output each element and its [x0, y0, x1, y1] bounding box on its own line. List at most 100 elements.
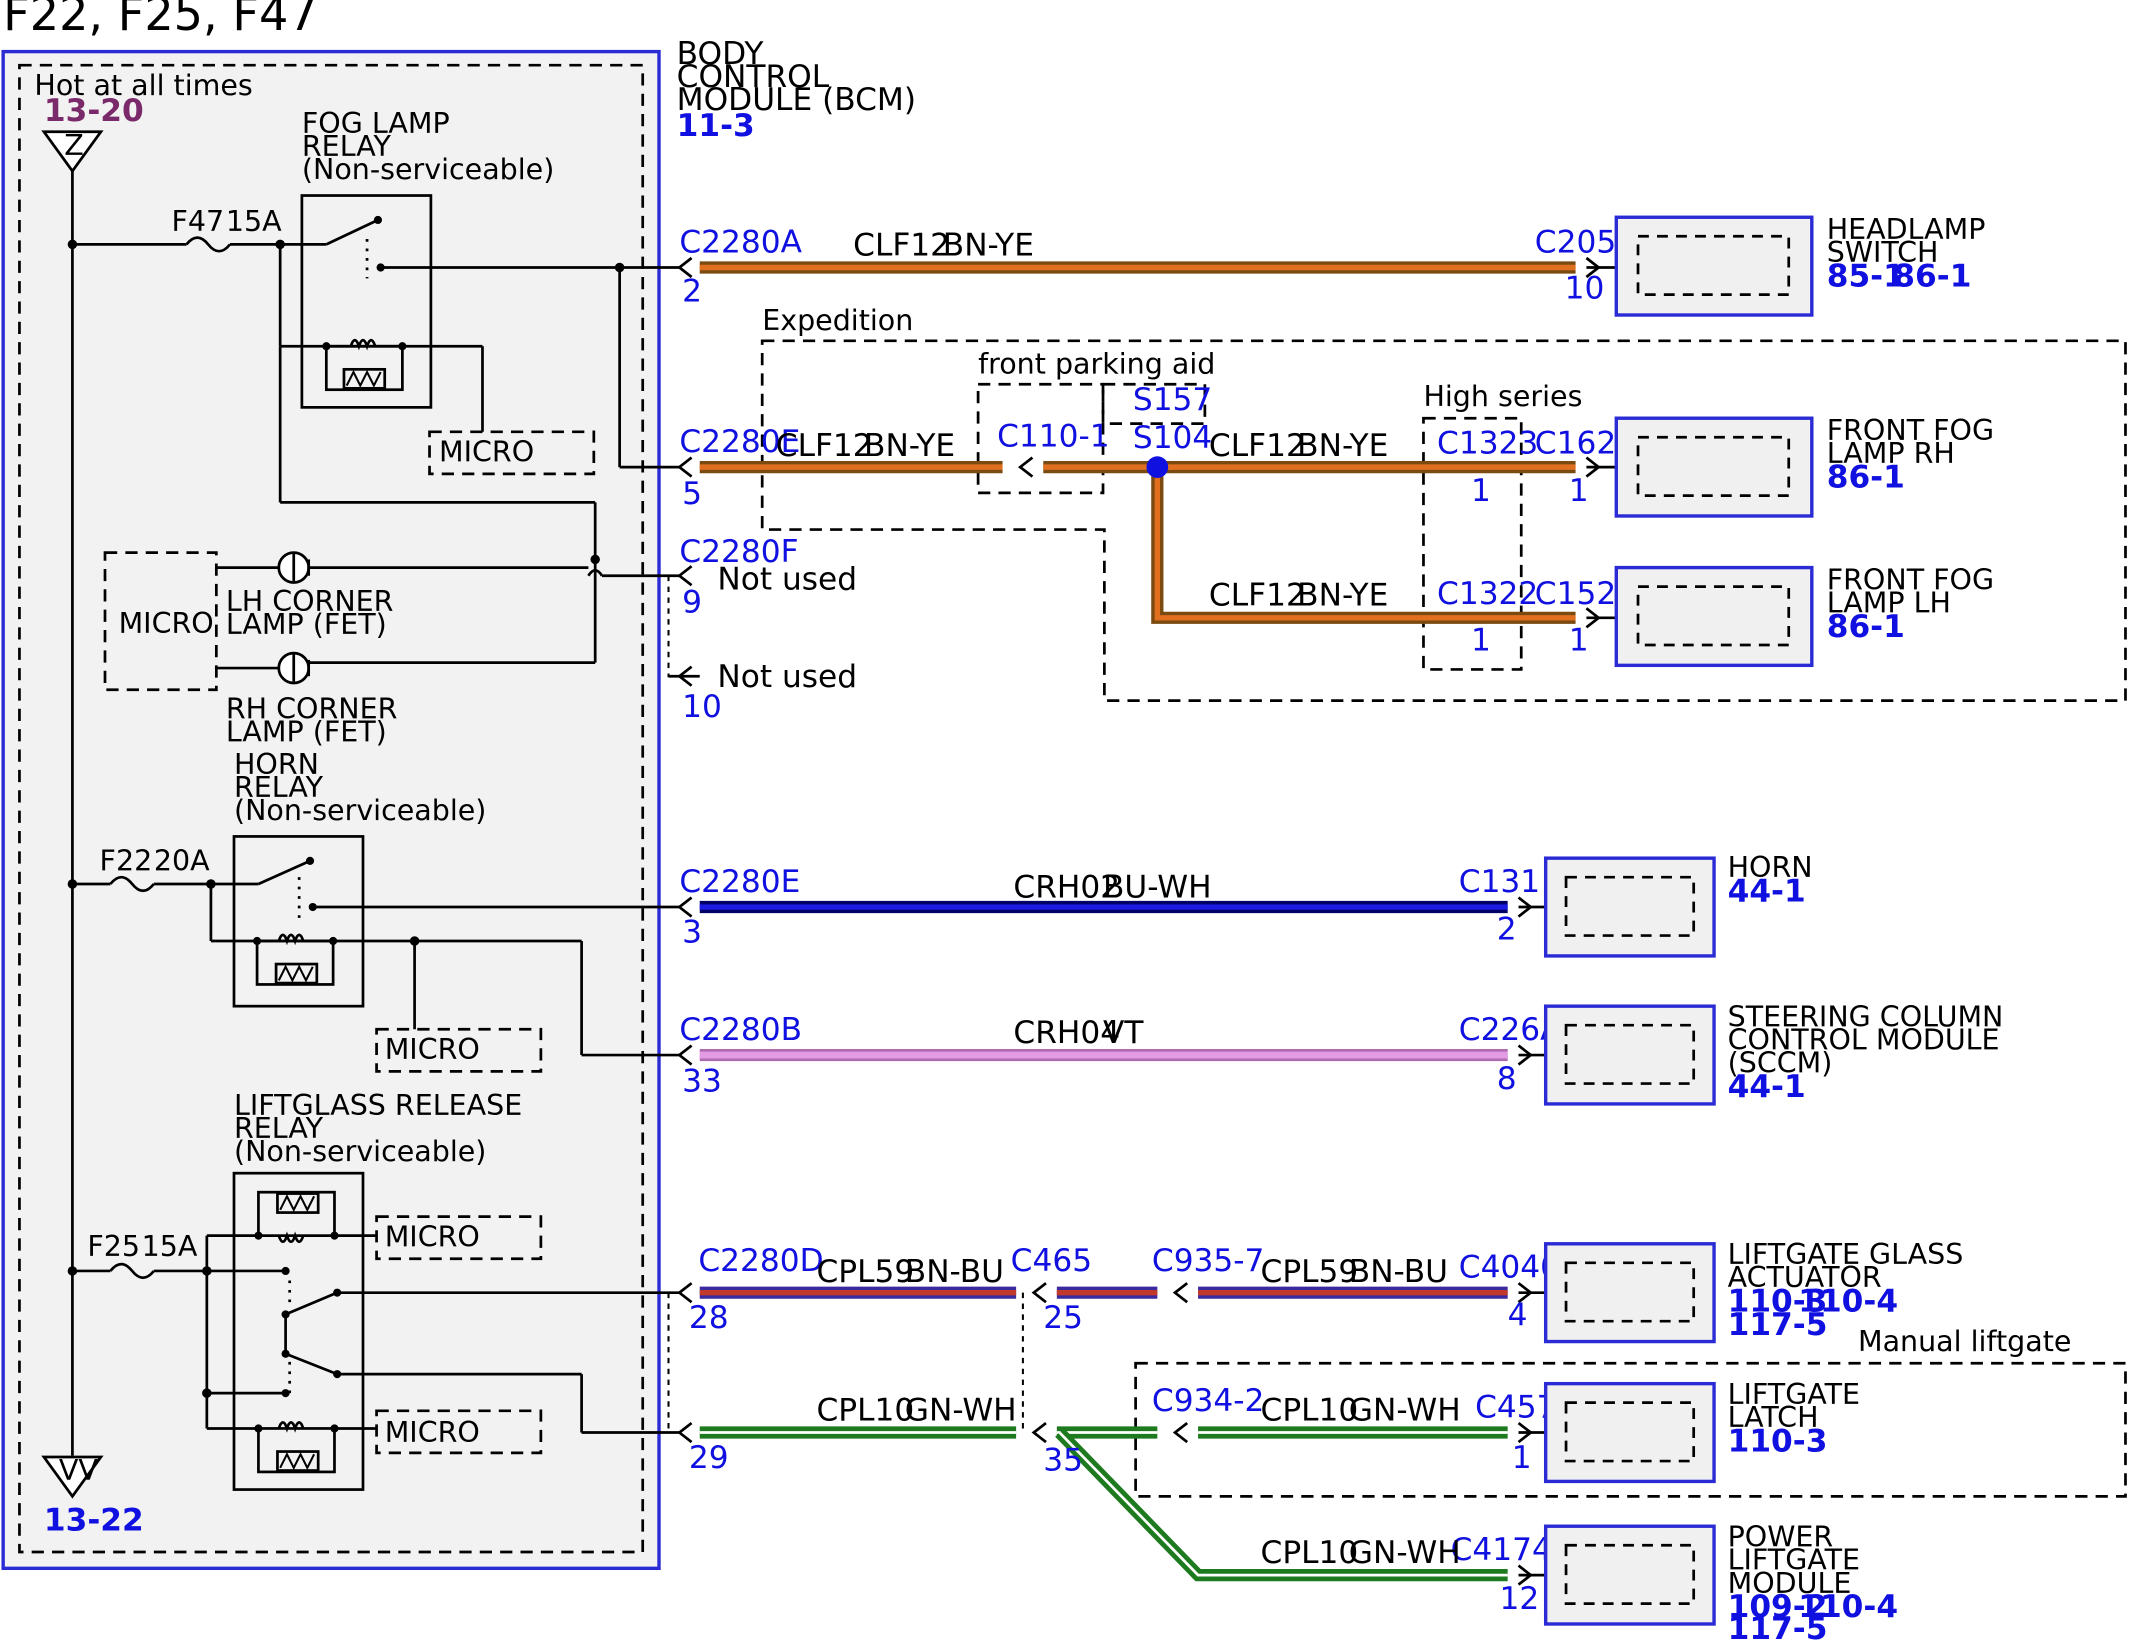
splice-s104-icon: [1146, 456, 1169, 478]
front-fog-rh-label-1: FRONT FOG: [1827, 414, 1994, 447]
connector-c2280e[interactable]: C2280E: [679, 864, 800, 900]
liftglass-relay-box: [232, 1171, 365, 1491]
connector-c2280e-top-pin: 5: [682, 476, 702, 512]
connector-c457[interactable]: C457: [1475, 1390, 1556, 1426]
power-liftgate-ref-3[interactable]: 117-5: [1728, 1611, 1828, 1643]
liftgate-glass-label-1: LIFTGATE GLASS: [1728, 1238, 1964, 1271]
liftgate-glass-ref-2[interactable]: 110-4: [1798, 1284, 1898, 1320]
bcm-internal-box: [18, 63, 645, 1554]
headlamp-switch-ref-2[interactable]: 86-1: [1893, 259, 1971, 295]
connector-c226a-pin: 8: [1497, 1061, 1517, 1097]
connector-c1322[interactable]: C1322: [1437, 576, 1538, 612]
power-liftgate-ref-2[interactable]: 110-4: [1798, 1589, 1898, 1625]
circuit-gn-wh-1: GN-WH: [905, 1392, 1017, 1428]
manual-liftgate-label: Manual liftgate: [1858, 1325, 2071, 1358]
liftgate-latch-ref[interactable]: 110-3: [1728, 1424, 1828, 1460]
connector-c205-pin: 10: [1565, 271, 1605, 307]
connector-c152[interactable]: C152: [1535, 576, 1616, 612]
connector-c4040[interactable]: C4040: [1459, 1250, 1560, 1286]
liftgate-latch-label-2: LATCH: [1728, 1401, 1819, 1434]
not-used-2: Not used: [717, 659, 857, 695]
circuit-clf12-2: CLF12: [776, 428, 873, 464]
connector-c2280a[interactable]: C2280A: [679, 225, 802, 261]
connector-c2280d-pin-2: 29: [689, 1440, 729, 1476]
circuit-bn-bu-2: BN-BU: [1349, 1254, 1448, 1290]
connector-c2280f[interactable]: C2280F: [679, 534, 798, 570]
connector-c2280b-pin: 33: [682, 1064, 722, 1100]
splice-s157[interactable]: S157: [1133, 382, 1212, 418]
horn-component[interactable]: [1543, 856, 1716, 958]
connector-c131[interactable]: C131: [1459, 864, 1540, 900]
power-liftgate-ref-1[interactable]: 109-2: [1728, 1589, 1828, 1625]
fuse-f22-id: F22: [100, 844, 153, 877]
lh-corner-lamp-label-1: LH CORNER: [226, 585, 394, 618]
circuit-cpl10-2: CPL10: [1261, 1392, 1359, 1428]
headlamp-switch-label-2: SWITCH: [1827, 236, 1939, 269]
not-used-1: Not used: [717, 561, 857, 597]
power-liftgate-module-component[interactable]: [1543, 1524, 1716, 1626]
sccm-label-3: (SCCM): [1728, 1047, 1833, 1080]
headlamp-switch-ref-1[interactable]: 85-1: [1827, 259, 1905, 295]
high-series-group: [1422, 416, 1523, 671]
horn-relay-label-3: (Non-serviceable): [234, 794, 486, 827]
corner-lamp-micro: [103, 551, 218, 692]
fog-relay-micro-label: MICRO: [439, 436, 534, 469]
fog-relay-label-1: FOG LAMP: [302, 107, 450, 140]
front-fog-rh-component[interactable]: [1614, 416, 1814, 518]
headlamp-switch-component[interactable]: [1614, 215, 1814, 317]
front-fog-rh-ref[interactable]: 86-1: [1827, 459, 1905, 495]
circuit-cpl10-3: CPL10: [1261, 1535, 1359, 1571]
front-fog-lh-label-2: LAMP LH: [1827, 586, 1951, 619]
liftgate-glass-ref-1[interactable]: 110-3: [1728, 1284, 1828, 1320]
connector-c2280b[interactable]: C2280B: [679, 1012, 802, 1048]
horn-ref[interactable]: 44-1: [1728, 874, 1806, 910]
sccm-ref[interactable]: 44-1: [1728, 1069, 1806, 1105]
connector-c4174b-pin: 12: [1500, 1581, 1540, 1617]
connector-c935[interactable]: C935-7: [1152, 1243, 1265, 1279]
rh-corner-lamp-label-2: LAMP (FET): [226, 715, 387, 748]
front-fog-lh-ref[interactable]: 86-1: [1827, 609, 1905, 645]
connector-c1323[interactable]: C1323: [1437, 426, 1538, 462]
fuse-f47-rating: 15A: [226, 205, 282, 238]
corner-lamp-micro-label: MICRO: [119, 607, 214, 640]
connector-c131-pin: 2: [1497, 912, 1517, 948]
connector-c1323-pin: 1: [1471, 473, 1491, 509]
connector-c152-pin: 1: [1569, 622, 1589, 658]
power-ref[interactable]: 13-20: [44, 93, 144, 129]
liftglass-relay-micro-top: [375, 1215, 543, 1261]
ground-symbol: VV: [59, 1454, 98, 1487]
splice-s104[interactable]: S104: [1133, 420, 1212, 456]
connector-c934[interactable]: C934-2: [1152, 1383, 1265, 1419]
circuit-cpl59-2: CPL59: [1261, 1254, 1359, 1290]
circuit-cpl59-1: CPL59: [817, 1254, 915, 1290]
connector-c2280a-pin: 2: [682, 273, 702, 309]
connector-c205[interactable]: C205: [1535, 225, 1616, 261]
power-liftgate-label-1: POWER: [1728, 1521, 1834, 1554]
connector-c2280f-pin-1: 9: [682, 584, 702, 620]
ground-ref[interactable]: 13-22: [44, 1502, 144, 1538]
liftgate-glass-ref-3[interactable]: 117-5: [1728, 1307, 1828, 1343]
circuit-gn-wh-3: GN-WH: [1349, 1535, 1461, 1571]
expedition-label: Expedition: [762, 304, 913, 337]
bcm-ref[interactable]: 11-3: [677, 108, 755, 144]
liftgate-latch-component[interactable]: [1543, 1381, 1716, 1484]
connector-c2280e-top[interactable]: C2280E: [679, 424, 800, 460]
connector-c457-pin: 1: [1512, 1440, 1532, 1476]
liftgate-glass-actuator-component[interactable]: [1543, 1242, 1716, 1344]
sccm-component[interactable]: [1543, 1004, 1716, 1106]
bcm-label-1: BODY: [677, 36, 765, 72]
connector-c465[interactable]: C465: [1011, 1243, 1092, 1279]
bcm-label-2: CONTROL: [677, 59, 830, 95]
front-fog-lh-component[interactable]: [1614, 565, 1814, 668]
liftglass-relay-coil-top-icon: [277, 1231, 305, 1244]
fuse-f25-icon: [109, 1262, 155, 1280]
connector-c162[interactable]: C162: [1535, 426, 1616, 462]
circuit-crh02: CRH02: [1013, 870, 1120, 906]
connector-c110[interactable]: C110-1: [997, 419, 1110, 455]
connector-c2280d[interactable]: C2280D: [698, 1243, 823, 1279]
high-series-label: High series: [1423, 380, 1582, 413]
fuse-f22-icon: [109, 875, 155, 893]
circuit-bu-wh: BU-WH: [1103, 870, 1212, 906]
connector-c2280f-pin-2: 10: [682, 689, 722, 725]
front-parking-aid-group: [976, 382, 1105, 495]
